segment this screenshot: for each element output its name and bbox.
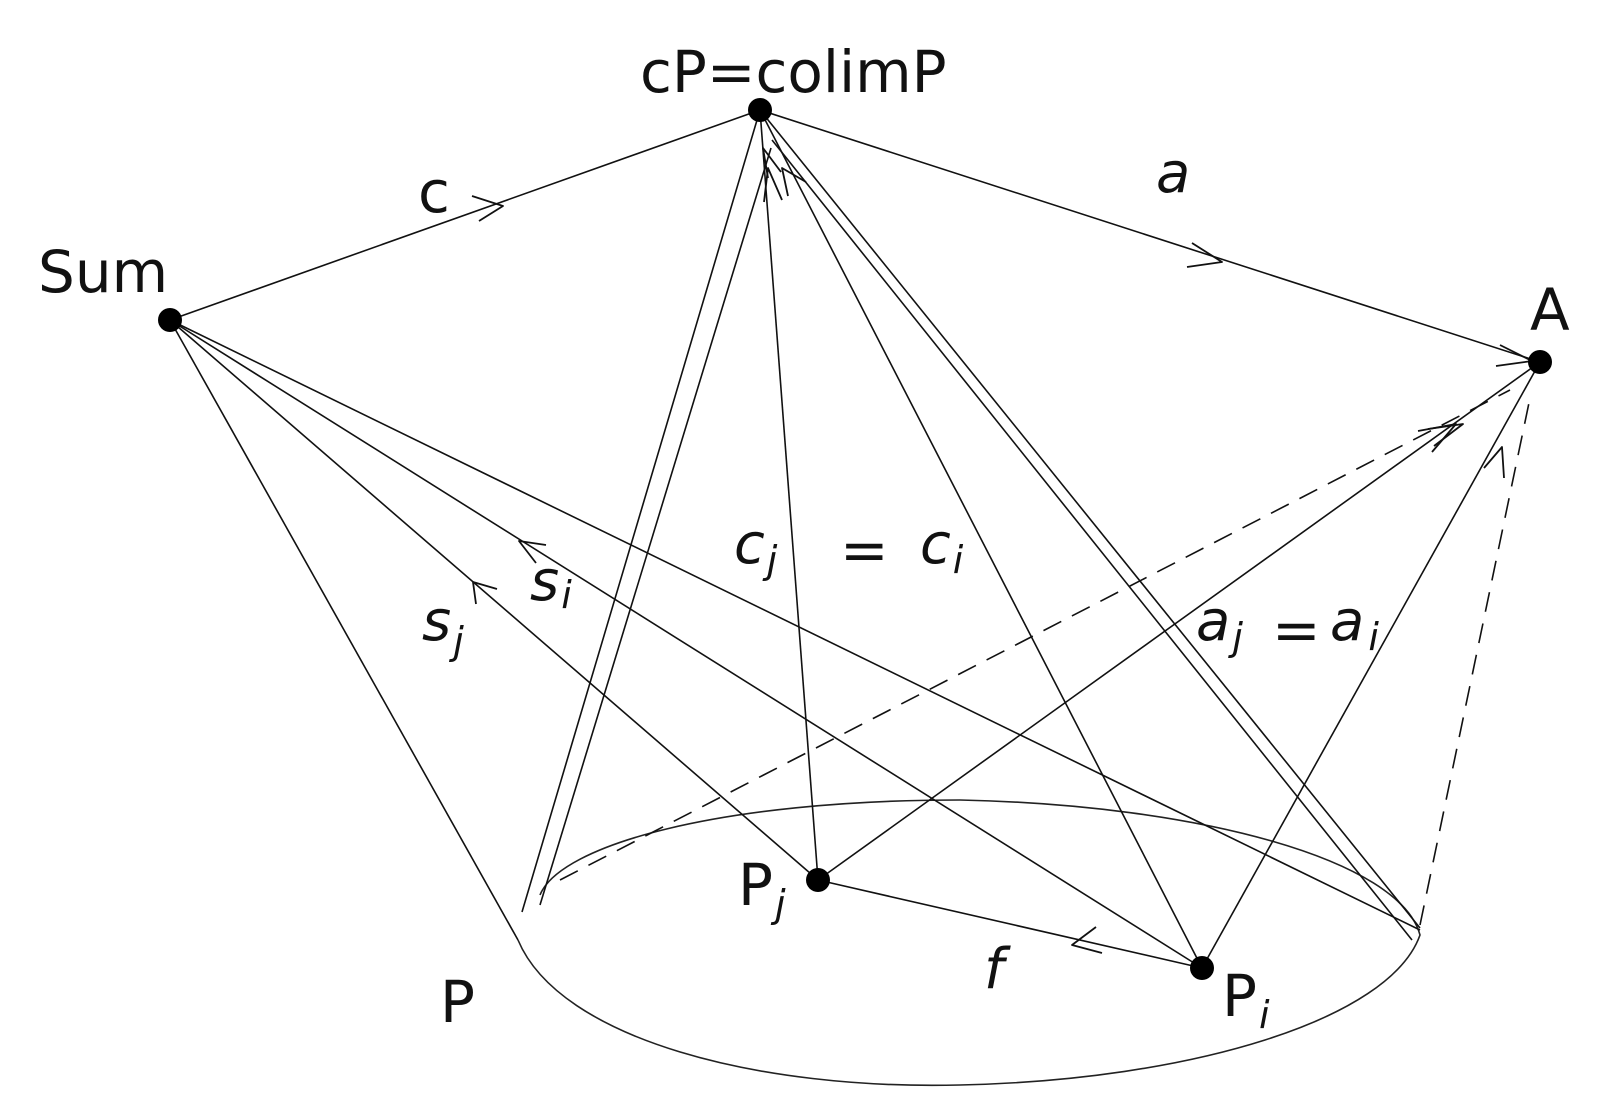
label-edge-ai-sub: i <box>1368 615 1379 659</box>
edge-cP-right-2 <box>771 139 1413 941</box>
edge-si <box>169 319 1203 969</box>
label-edge-a: a <box>1156 141 1190 206</box>
arrow-si-head <box>518 540 547 564</box>
edge-sum-right <box>169 319 1421 931</box>
label-edge-ci: ci <box>920 512 964 582</box>
edge-ai <box>1201 361 1541 969</box>
edge-c <box>169 109 761 321</box>
diagram-P-ellipse <box>517 799 1421 1087</box>
edge-cP-P-2 <box>539 147 772 906</box>
edge-cj <box>759 109 819 881</box>
edge-f <box>817 879 1203 969</box>
edge-cP-right-1 <box>759 109 1421 929</box>
node-Pj <box>806 868 830 892</box>
arrow-a-head <box>1186 242 1223 268</box>
edge-a <box>759 109 1541 363</box>
arrow-cj-head <box>762 147 782 179</box>
label-edge-cj: cj <box>734 512 778 582</box>
node-Pi <box>1190 956 1214 980</box>
edge-cP-P-1 <box>521 109 761 913</box>
label-A: A <box>1530 276 1570 344</box>
label-Pj: Pj <box>738 851 786 926</box>
label-P: P <box>440 968 475 1036</box>
arrow-P-A-dashed-head <box>1427 423 1464 447</box>
arrow-ci-head <box>781 167 807 197</box>
node-cP <box>748 98 772 122</box>
node-sum <box>158 308 182 332</box>
edge-P-A-dashed <box>559 389 1511 881</box>
label-edge-f: f <box>984 937 1011 1002</box>
label-Pi-sub: i <box>1259 993 1270 1037</box>
label-Pi: Pi <box>1222 962 1270 1037</box>
label-edge-sj: sj <box>422 589 464 663</box>
edge-aj <box>817 361 1541 881</box>
edge-ci <box>759 109 1203 969</box>
label-edge-si: si <box>530 549 572 617</box>
arrow-ai-head <box>1483 446 1505 479</box>
arrow-f-head <box>1071 926 1103 954</box>
label-edge-c: c <box>418 158 450 226</box>
label-cP: cP=colimP <box>640 38 947 106</box>
edge-right-A-dashed <box>1419 397 1531 926</box>
label-edge-ci-sub: i <box>953 538 964 582</box>
edge-sj <box>169 319 819 881</box>
arrow-c-head <box>471 195 504 222</box>
label-edge-si-sub: i <box>561 573 572 617</box>
label-sum: Sum <box>38 238 168 306</box>
label-eq1: = <box>840 516 889 584</box>
node-A <box>1528 350 1552 374</box>
label-eq2: = <box>1272 596 1321 664</box>
arrow-sj-head <box>472 581 498 605</box>
label-edge-aj: aj <box>1196 589 1243 659</box>
edge-sum-P <box>169 319 519 941</box>
arrow-a-end <box>1495 344 1533 367</box>
